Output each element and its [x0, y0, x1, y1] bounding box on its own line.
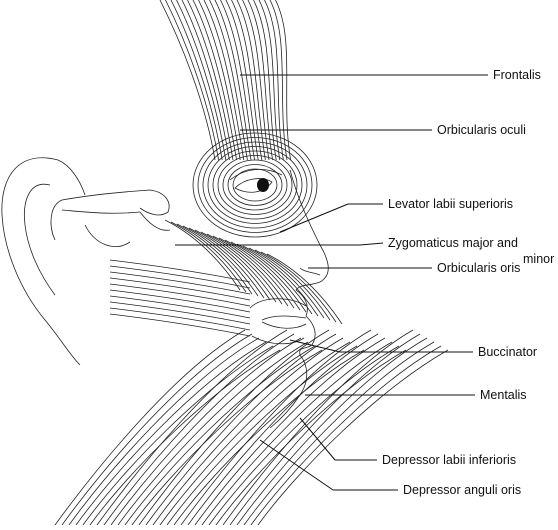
label-depressor-anguli-oris: Depressor anguli oris [403, 483, 521, 497]
orbicularis-oculi-fiber [203, 142, 307, 228]
buccinator-fiber [110, 260, 250, 282]
leader-zygomaticus-b [360, 243, 383, 245]
label-levator-labii-superioris: Levator labii superioris [388, 197, 513, 211]
label-orbicularis-oris: Orbicularis oris [437, 261, 520, 275]
label-depressor-labii-inferioris: Depressor labii inferioris [382, 453, 516, 467]
label-zygomaticus-line1: Zygomaticus major and [388, 236, 518, 250]
leader-depressor-anguli-a [260, 440, 333, 490]
frontalis-fiber [171, 0, 222, 160]
cheek-muscles [110, 220, 342, 336]
leader-levator-a [280, 204, 348, 232]
ear-illustration [2, 158, 85, 365]
label-mentalis: Mentalis [480, 388, 527, 402]
leader-buccinator-a [290, 340, 340, 352]
orbicularis-oculi-fiber [213, 151, 297, 219]
label-frontalis: Frontalis [493, 68, 541, 82]
labels: Frontalis Orbicularis oculi Levator labi… [382, 68, 554, 497]
cheek-fiber [171, 222, 246, 292]
orbicularis-oculi-muscle [193, 133, 317, 237]
platysma-fiber [55, 330, 245, 525]
orbicularis-oculi-fiber [228, 165, 282, 206]
eye-illustration [230, 169, 282, 192]
platysma-fiber [258, 350, 448, 525]
platysma-fiber [139, 330, 329, 525]
frontalis-fiber [177, 0, 226, 160]
zygomatic-arch-outline [62, 190, 170, 247]
label-zygomaticus-line2: minor [523, 252, 554, 266]
label-orbicularis-oculi: Orbicularis oculi [437, 123, 526, 137]
frontalis-muscle [160, 0, 291, 160]
platysma-fiber [216, 350, 406, 525]
neck-muscles [55, 330, 448, 525]
frontalis-fiber [221, 0, 255, 160]
mouth-illustration [250, 299, 306, 344]
platysma-fiber [97, 330, 287, 525]
leader-depressor-labii-a [300, 418, 335, 460]
frontalis-fiber [182, 0, 229, 160]
label-buccinator: Buccinator [478, 345, 537, 359]
orbicularis-oculi-fiber [193, 133, 317, 237]
platysma-fiber [181, 330, 371, 525]
